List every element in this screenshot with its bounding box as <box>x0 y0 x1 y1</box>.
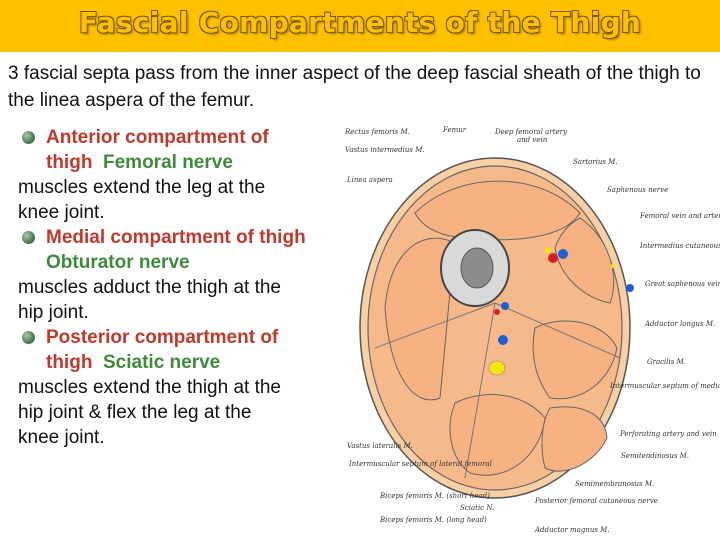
compartment-title: Medial compartment of thigh <box>46 227 306 248</box>
compartment-title: Posterior compartment of <box>46 327 278 348</box>
label-perforating: Perforating artery and vein <box>619 430 717 438</box>
function-text: muscles adduct the thigh at the <box>18 275 353 300</box>
label-adductor-longus: Adductor longus M. <box>644 320 715 328</box>
nerve-label: Obturator nerve <box>46 252 190 273</box>
deep-femoral-artery-icon <box>494 309 500 315</box>
bullet-icon <box>22 331 35 344</box>
label-femur: Femur <box>442 126 467 134</box>
intro-text: 3 fascial septa pass from the inner aspe… <box>8 60 712 114</box>
label-rectus-femoris: Rectus femoris M. <box>345 128 410 136</box>
label-saphenous-nerve: Saphenous nerve <box>607 186 668 194</box>
compartment-title: Anterior compartment of <box>46 127 269 148</box>
label-biceps-short: Biceps femoris M. (short head) <box>379 492 490 500</box>
label-deep-femoral: Deep femoral artery <box>494 128 568 136</box>
label-vastus-intermedius: Vastus intermedius M. <box>345 146 425 154</box>
label-semitendinosus: Semitendinosus M. <box>621 452 689 460</box>
function-text: hip joint. <box>18 300 353 325</box>
nerve-label: Femoral nerve <box>103 152 233 173</box>
label-sartorius: Sartorius M. <box>573 158 618 166</box>
nerve-label: Sciatic nerve <box>103 352 220 373</box>
label-intermedius-cutaneous: Intermedius cutaneous nerve <box>639 242 720 250</box>
deep-femoral-vein-icon <box>501 302 509 310</box>
bullet-icon <box>22 231 35 244</box>
saphenous-nerve-icon <box>545 247 551 253</box>
cross-section-svg: Rectus femoris M. Femur Deep femoral art… <box>345 118 720 540</box>
compartment-heading-medial: Medial compartment of thigh Obturator ne… <box>18 225 353 275</box>
sciatic-nerve-icon <box>489 361 505 375</box>
cutaneous-nerve-icon <box>611 264 615 268</box>
function-text: muscles extend the thigh at the <box>18 375 353 400</box>
label-sciatic: Sciatic N. <box>460 504 494 512</box>
label-vastus-lateralis: Vastus lateralis M. <box>347 442 413 450</box>
compartment-list: Anterior compartment of thigh Femoral ne… <box>18 125 353 450</box>
label-intermuscular-lateral: Intermuscular septum of lateral femoral <box>348 460 492 468</box>
function-text: knee joint. <box>18 200 353 225</box>
function-text: knee joint. <box>18 425 353 450</box>
label-linea-aspera: Linea aspera <box>346 176 393 184</box>
great-saphenous-vein-icon <box>626 284 634 292</box>
label-femoral-vein-artery: Femoral vein and artery <box>639 212 720 220</box>
label-semimembranosus: Semimembranosus M. <box>575 480 654 488</box>
function-text: muscles extend the leg at the <box>18 175 353 200</box>
bullet-icon <box>22 131 35 144</box>
label-biceps-long: Biceps femoris M. (long head) <box>379 516 487 524</box>
label-and-vein: and vein <box>517 136 548 144</box>
label-posterior-femoral-cutaneous: Posterior femoral cutaneous nerve <box>534 497 658 505</box>
femoral-vein-icon <box>558 249 568 259</box>
compartment-title-cont: thigh <box>46 352 92 373</box>
label-adductor-magnus: Adductor magnus M. <box>534 526 610 534</box>
label-great-saphenous: Great saphenous vein <box>645 280 720 288</box>
compartment-heading-posterior: Posterior compartment of thigh Sciatic n… <box>18 325 353 375</box>
perforating-vein-icon <box>498 335 508 345</box>
label-gracilis: Gracilis M. <box>647 358 686 366</box>
function-text: hip joint & flex the leg at the <box>18 400 353 425</box>
compartment-heading-anterior: Anterior compartment of thigh Femoral ne… <box>18 125 353 175</box>
compartment-title-cont: thigh <box>46 152 92 173</box>
page-title: Fascial Compartments of the Thigh <box>0 6 720 39</box>
femur-marrow <box>461 248 493 288</box>
label-intermuscular-septum: Intermuscular septum of medial femoral <box>609 382 720 390</box>
thigh-cross-section-figure: Rectus femoris M. Femur Deep femoral art… <box>345 118 720 540</box>
femoral-artery-icon <box>548 253 558 263</box>
